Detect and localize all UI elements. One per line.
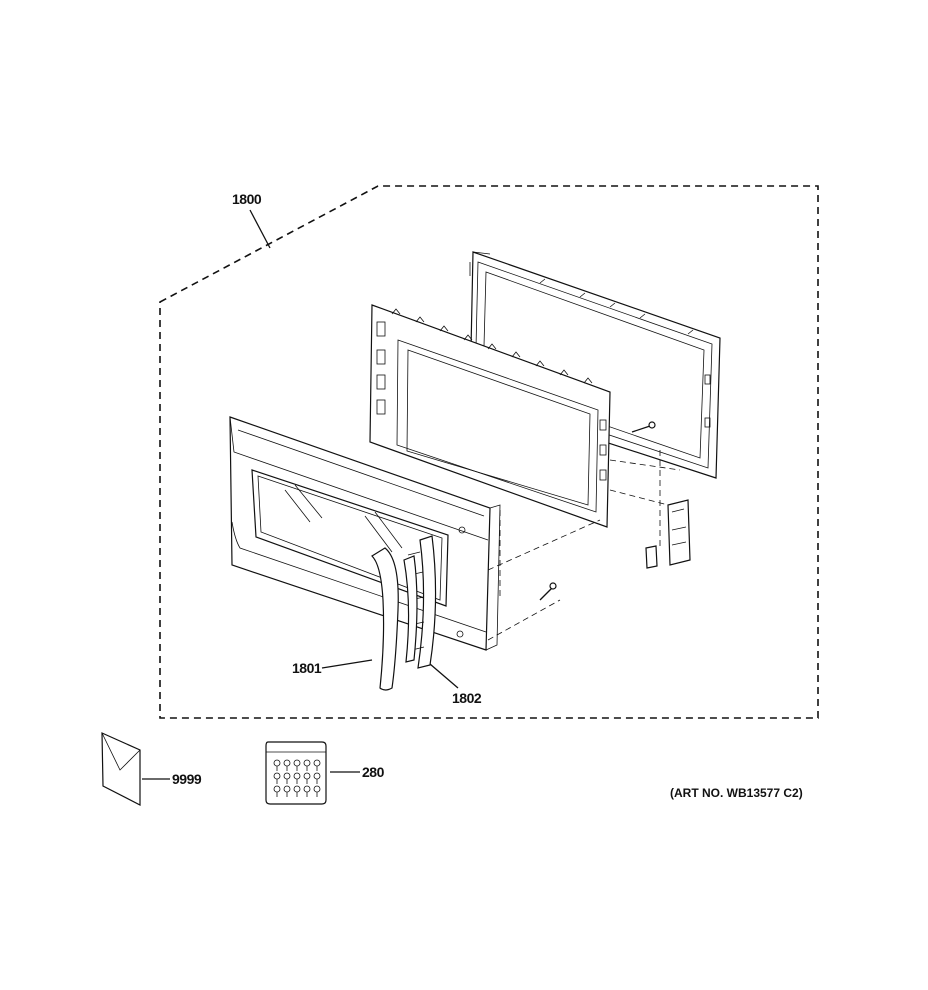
door-latch xyxy=(645,499,691,569)
art-number: (ART NO. WB13577 C2) xyxy=(670,786,803,800)
handle-bracket-1802 xyxy=(403,535,437,669)
callout-9999: 9999 xyxy=(172,771,202,787)
screw-pack-280 xyxy=(265,741,327,805)
door-handle-1801 xyxy=(371,547,399,691)
door-inner-frame xyxy=(369,304,611,528)
leader-1802 xyxy=(429,663,459,689)
alignment-lines xyxy=(487,450,681,641)
literature-9999 xyxy=(101,732,141,806)
callout-280: 280 xyxy=(362,764,384,780)
screw-upper xyxy=(631,421,656,433)
callout-1801: 1801 xyxy=(292,660,322,676)
callout-1800: 1800 xyxy=(232,191,262,207)
door-back-panel xyxy=(469,251,721,479)
leader-1800 xyxy=(249,209,271,249)
screw-lower xyxy=(539,582,557,601)
leader-1801 xyxy=(321,659,373,669)
callout-1802: 1802 xyxy=(452,690,482,706)
assembly-1800-boundary xyxy=(159,185,819,719)
